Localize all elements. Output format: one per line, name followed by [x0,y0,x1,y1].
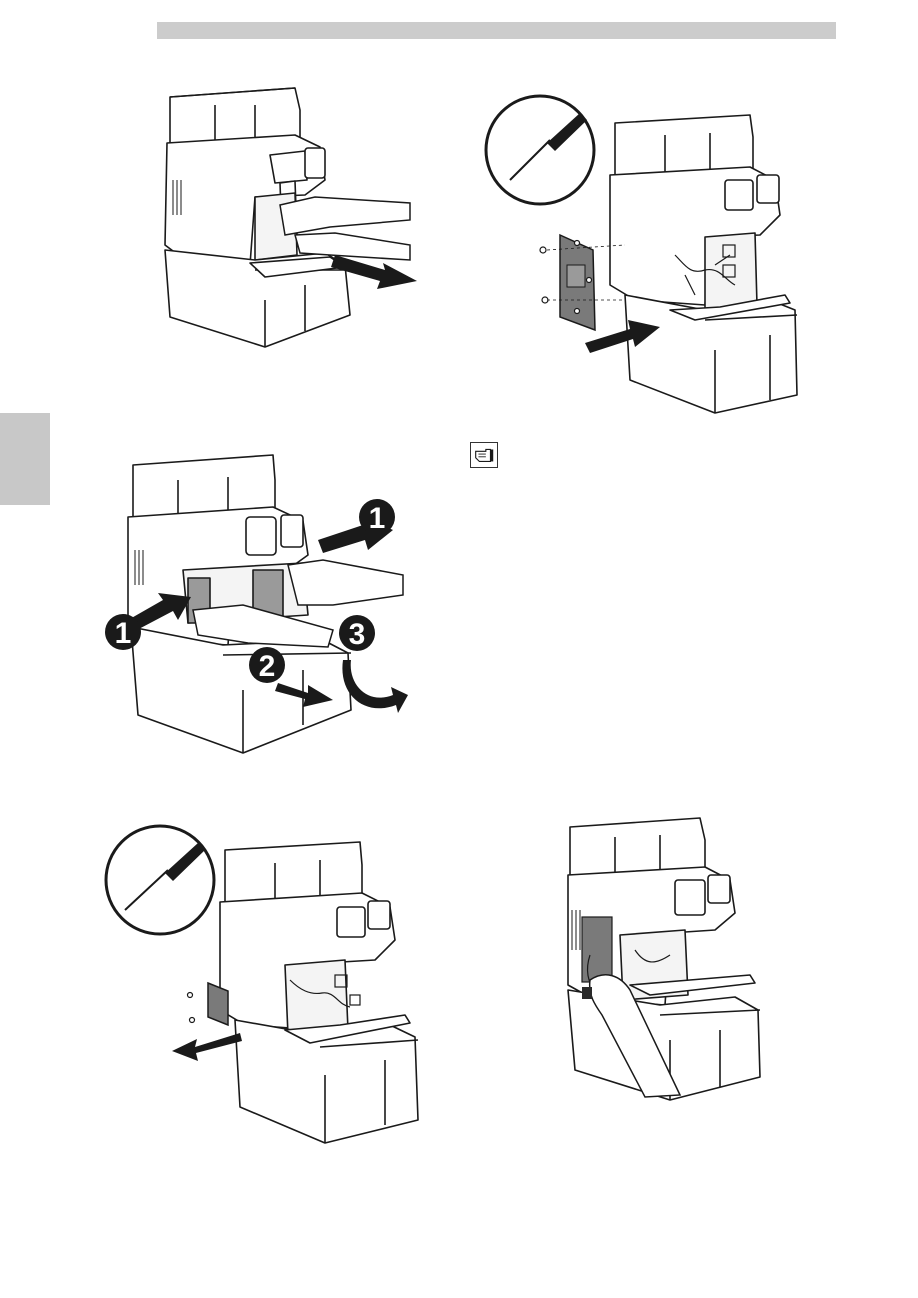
callout-step1-right: 1 [369,502,386,535]
pull-out-arrow-icon [172,1033,242,1061]
panel-install-illustration [485,95,820,420]
machine-pull-illustration [155,85,415,365]
figure-connect-cable [560,815,775,1105]
screws-icon [188,993,195,1023]
note-hand-icon [470,442,498,468]
figure-remove-brew-unit [155,85,415,365]
figure-install-side-panel [485,95,820,420]
figure-remove-side-panel [100,825,445,1145]
side-panel [208,983,228,1025]
chapter-tab [0,413,50,505]
screwdriver-circle [106,826,214,934]
rotate-arrow-icon [342,660,408,713]
header-bar [157,22,836,39]
callout-step3: 3 [349,618,366,651]
panel-removal-illustration [100,825,445,1145]
callout-step1-left: 1 [115,617,132,650]
open-side-panel [582,917,612,982]
figure-release-brew-unit: 1 1 2 3 [103,455,413,755]
cable-connection-illustration [560,815,775,1105]
brew-unit-release-illustration: 1 1 2 3 [103,455,413,755]
callout-step2: 2 [259,650,276,683]
connector-icon [582,987,592,999]
